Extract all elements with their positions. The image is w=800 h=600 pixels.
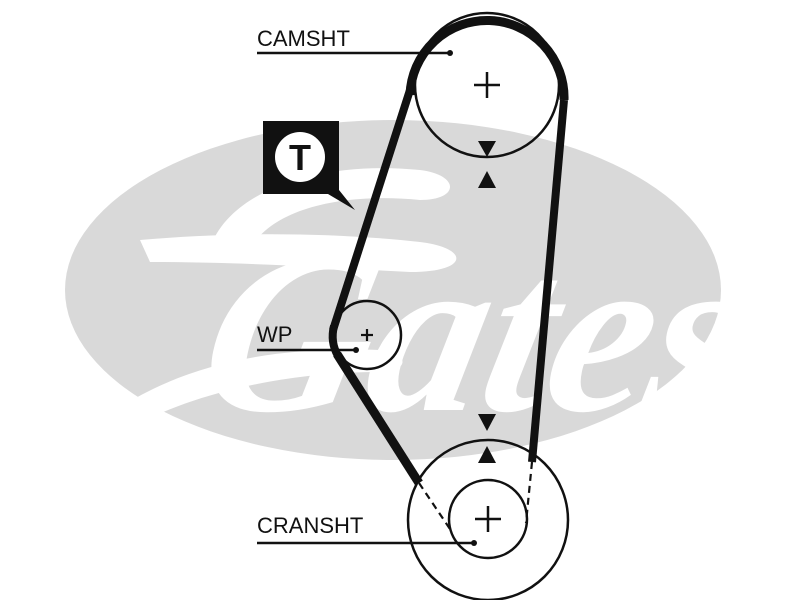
water-pump-center-cross-icon bbox=[361, 329, 373, 341]
belt-left-upper-run bbox=[329, 88, 414, 332]
crankshaft-callout: CRANSHT bbox=[257, 513, 477, 546]
camshaft-label: CAMSHT bbox=[257, 26, 350, 51]
camshaft-pulley bbox=[413, 11, 561, 188]
crankshaft-leader-dot bbox=[471, 540, 477, 546]
registered-mark-letter: R bbox=[712, 357, 724, 374]
crankshaft-center-cross-icon bbox=[475, 506, 501, 532]
camshaft-timing-mark-icon bbox=[478, 141, 496, 188]
logo-text: Gates bbox=[182, 206, 773, 460]
water-pump-leader-dot bbox=[353, 347, 359, 353]
logo-g-upper-curve bbox=[210, 168, 450, 250]
water-pump-label: WP bbox=[257, 322, 292, 347]
belt-right-run bbox=[528, 99, 568, 463]
tensioner-badge-circle bbox=[275, 132, 325, 182]
belt-left-lower-run bbox=[333, 351, 423, 486]
crankshaft-inner-outline bbox=[447, 478, 529, 560]
crankshaft-timing-mark-icon bbox=[478, 414, 496, 463]
camshaft-leader-dot bbox=[447, 50, 453, 56]
tensioner-badge: T bbox=[263, 121, 355, 210]
camshaft-callout: CAMSHT bbox=[257, 26, 453, 56]
tensioner-badge-letter: T bbox=[289, 137, 311, 178]
water-pump-pulley bbox=[331, 299, 403, 371]
water-pump-callout: WP bbox=[257, 322, 359, 353]
registered-mark-circle bbox=[705, 350, 731, 376]
crankshaft-label: CRANSHT bbox=[257, 513, 363, 538]
crankshaft-pulley bbox=[406, 414, 570, 600]
belt-hidden-left bbox=[418, 482, 453, 533]
gates-logo-watermark: Gates R bbox=[65, 120, 773, 460]
logo-lower-swoosh bbox=[90, 349, 403, 440]
water-pump-pulley-outline bbox=[331, 299, 403, 371]
crankshaft-outer-outline bbox=[406, 438, 570, 600]
camshaft-center-cross-icon bbox=[474, 72, 500, 98]
